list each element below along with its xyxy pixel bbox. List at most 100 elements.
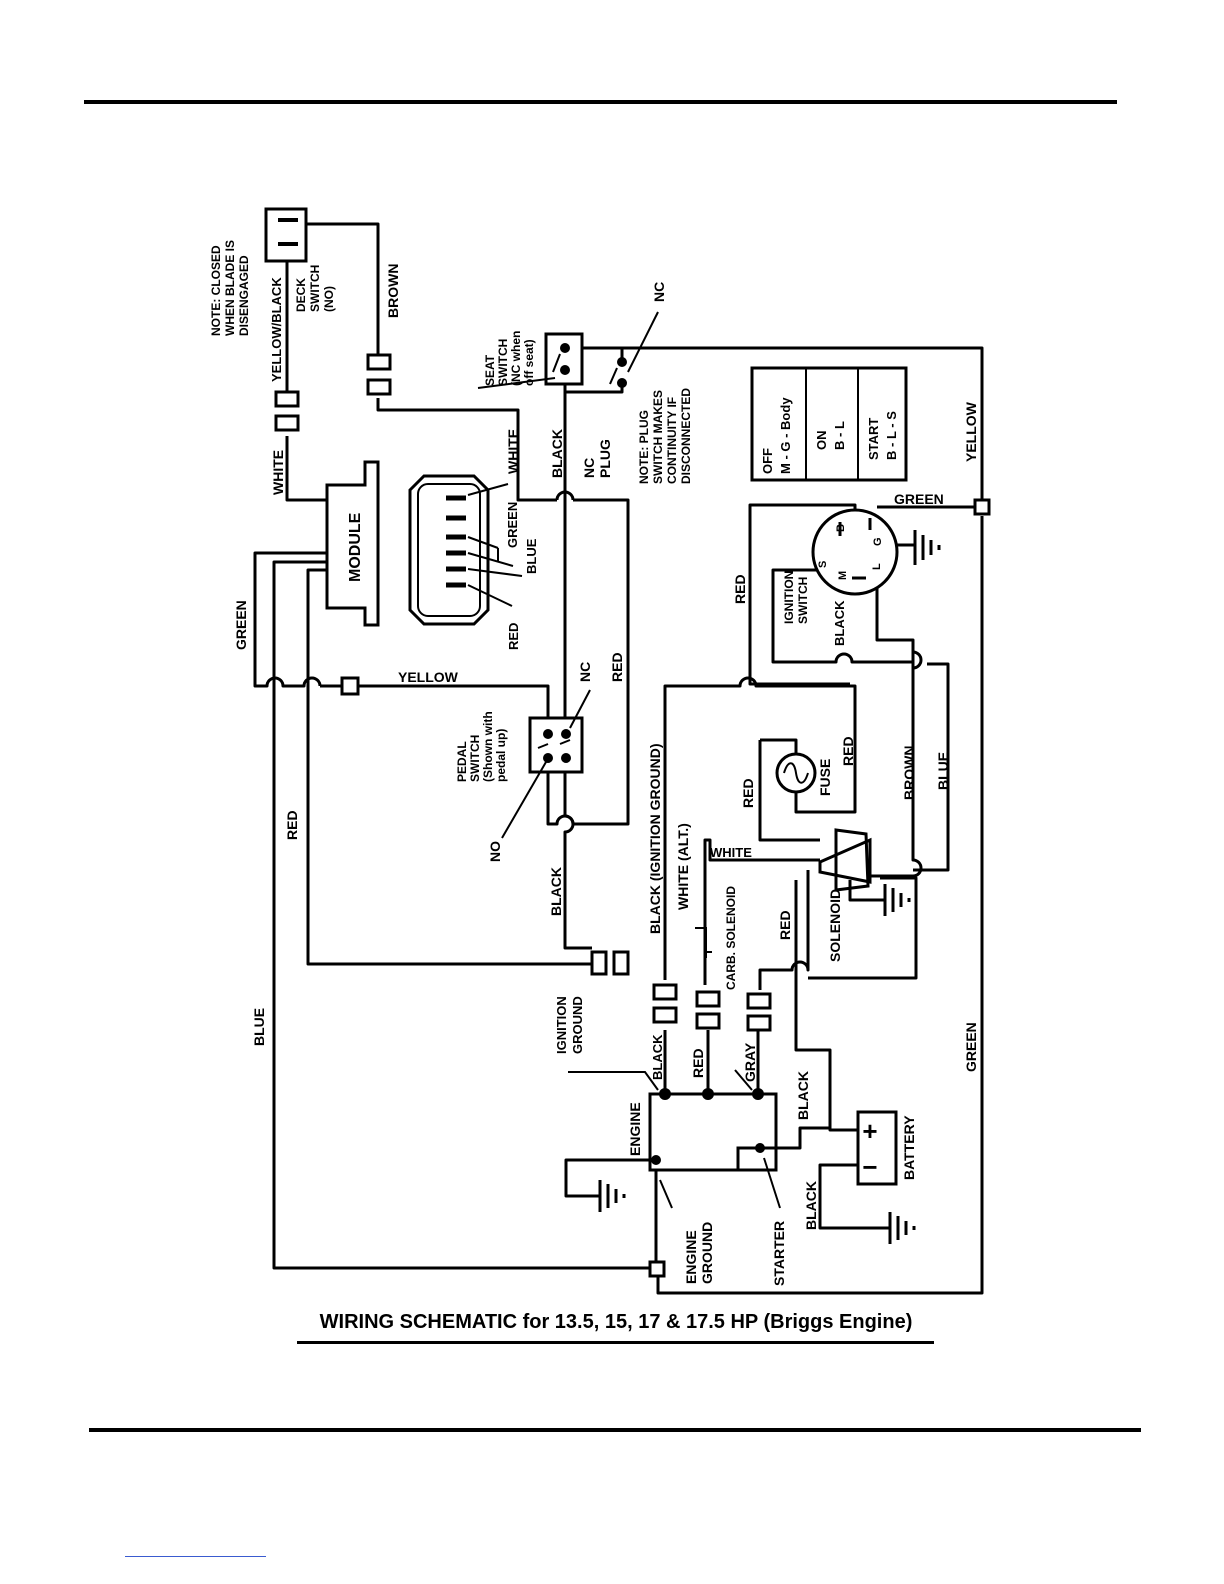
connector-white (274, 390, 300, 432)
schematic-caption: WIRING SCHEMATIC for 13.5, 15, 17 & 17.5… (319, 1311, 913, 1333)
top-rule (84, 100, 1117, 104)
label-engine-ground: ENGINEGROUND (683, 1222, 715, 1284)
wire-green-right (656, 516, 984, 1295)
label-red-pedal: RED (609, 652, 625, 682)
ground-engine (598, 1180, 626, 1212)
caption-underline (297, 1341, 934, 1344)
label-red-eng: RED (690, 1048, 706, 1078)
label-red-left: RED (284, 810, 300, 840)
ground-ignition-switch (913, 530, 941, 565)
label-term-l: L (871, 563, 883, 570)
label-red-fuse-r: RED (840, 736, 856, 766)
label-white-alt: WHITE (ALT.) (675, 823, 691, 910)
label-white-sol: WHITE (710, 845, 752, 860)
label-red-sol: RED (777, 910, 793, 940)
label-ignition-ground: IGNITIONGROUND (554, 996, 585, 1054)
label-battery-plus: + (862, 1116, 877, 1146)
label-conn-blue: BLUE (524, 538, 539, 574)
label-term-m: M (837, 571, 849, 580)
wire-green-left (253, 551, 327, 688)
label-solenoid: SOLENOID (827, 889, 843, 962)
wire-fuse-top (760, 738, 798, 755)
battery (856, 1110, 898, 1186)
nc-plug-switch (609, 311, 659, 388)
label-nc-top: NC (651, 282, 667, 302)
wire-red-sol2 (808, 876, 918, 980)
terminal-green-right (973, 498, 991, 516)
engine (648, 1088, 778, 1172)
seat-switch (477, 332, 584, 389)
wire-blue-hop (911, 650, 923, 848)
label-black-top: BLACK (549, 429, 565, 478)
label-seat-switch: SEATSWITCH(NC whenoff seat) (483, 331, 536, 386)
label-term-g: G (872, 537, 884, 546)
label-no-pedal: NO (487, 841, 503, 862)
label-battery-minus: − (862, 1152, 877, 1182)
wire-white-left (285, 436, 327, 502)
label-nc-pedal: NC (577, 662, 593, 682)
label-engine: ENGINE (627, 1102, 643, 1156)
wire-white-alt (703, 838, 820, 985)
wire-black-main2 (563, 760, 592, 950)
label-fuse: FUSE (817, 759, 833, 796)
label-blue-left: BLUE (251, 1008, 267, 1046)
label-yellow-mid: YELLOW (398, 669, 459, 685)
label-plug-note: NOTE: PLUGSWITCH MAKESCONTINUITY IFDISCO… (637, 388, 693, 484)
connector-carb (695, 990, 721, 1030)
label-note-closed: NOTE: CLOSEDWHEN BLADE ISDISENGAGED (209, 240, 251, 336)
label-black-ign: BLACK (IGNITION GROUND) (647, 743, 663, 934)
label-black-bat: BLACK (795, 1071, 811, 1120)
label-red-fuse-l: RED (740, 778, 756, 808)
wire-blue-left (272, 560, 650, 1270)
label-yellow-black: YELLOW/BLACK (269, 277, 284, 382)
label-conn-white: WHITE (505, 429, 521, 474)
label-white-left: WHITE (270, 450, 286, 495)
wire-red-fuse (758, 740, 820, 842)
ground-symbols (598, 530, 941, 1244)
label-brown-top: BROWN (385, 264, 401, 318)
fuse (775, 752, 817, 794)
wire-black-bat-neg (818, 1163, 890, 1230)
connector-gray (746, 992, 772, 1032)
label-black-mid: BLACK (548, 867, 564, 916)
label-pedal-switch: PEDALSWITCH(Shown withpedal up) (455, 711, 508, 782)
connector-brown (366, 353, 392, 396)
label-black-ign-sw: BLACK (832, 600, 847, 646)
label-starter: STARTER (771, 1221, 787, 1286)
label-term-b: B (835, 524, 847, 532)
label-yellow-right: YELLOW (963, 401, 979, 462)
label-conn-green: GREEN (505, 502, 520, 548)
label-carb-solenoid: CARB. SOLENOID (724, 886, 738, 990)
wire-yellow-mid2 (358, 684, 550, 720)
label-red-ign: RED (732, 574, 748, 604)
label-nc-plug: NCPLUG (581, 439, 613, 478)
connector-ignition (652, 983, 678, 1024)
wire-starter (760, 1126, 830, 1150)
label-green-far: GREEN (963, 1022, 979, 1072)
wire-white-to-red (573, 498, 630, 826)
terminal-engine-ground (648, 1260, 666, 1278)
terminal-yellow (340, 676, 360, 696)
link-underline (125, 1556, 266, 1557)
wire-engine-ground (564, 1158, 656, 1198)
deck-switch (264, 207, 308, 263)
label-module: MODULE (347, 512, 364, 582)
wire-sol-ground (848, 880, 885, 902)
wires (253, 222, 984, 1295)
wire-blue-right (913, 662, 950, 872)
leader-lines (568, 927, 781, 1209)
wire-ign-inner (771, 568, 913, 664)
wire-brown-lower (376, 398, 557, 502)
label-blue-right: BLUE (935, 752, 951, 790)
wire-brown-top (306, 222, 380, 355)
wire-black-bat (794, 880, 858, 1132)
label-gray-eng: GRAY (742, 1042, 758, 1082)
module (325, 460, 380, 627)
label-green-right: GREEN (894, 491, 944, 507)
label-black-bat2: BLACK (803, 1181, 819, 1230)
wire-pedal-nc (546, 760, 575, 826)
